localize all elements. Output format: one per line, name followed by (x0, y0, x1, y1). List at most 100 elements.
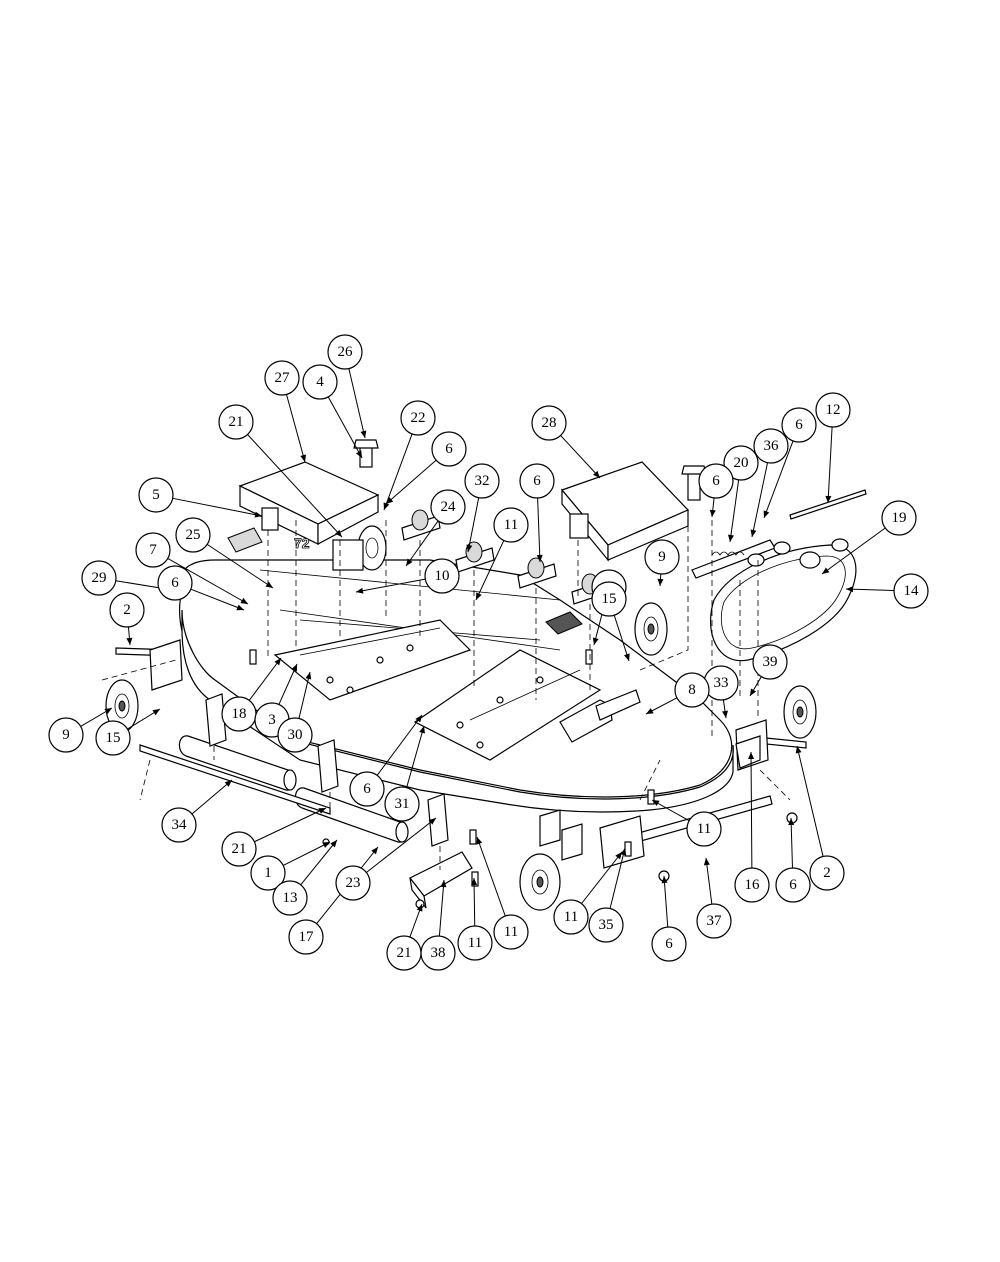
leader-line (473, 877, 476, 927)
callout-number: 18 (232, 706, 247, 722)
callout-bubble: 34 (161, 807, 197, 843)
roller-bracket-mid (317, 739, 339, 793)
leader-arrowhead (126, 637, 133, 645)
callout-bubble: 14 (893, 573, 929, 609)
callout-bubble: 10 (424, 558, 460, 594)
callout-number: 30 (288, 727, 303, 743)
leader-arrowhead (788, 818, 795, 826)
callout-circle (651, 926, 687, 962)
callout-number: 25 (186, 527, 201, 543)
callout-circle (723, 445, 759, 481)
leader-arrowhead (657, 578, 664, 586)
leader-arrowhead (727, 534, 734, 542)
callout-number: 7 (149, 542, 157, 558)
leader-line (385, 459, 437, 505)
leader-arrowhead (476, 592, 482, 600)
callout-circle (95, 720, 131, 756)
leader-arrowhead (236, 604, 244, 611)
spindle-bearing-3 (517, 557, 557, 589)
callout-bubble: 4 (302, 364, 338, 400)
drive-belt (710, 544, 857, 662)
leader-line (475, 540, 505, 601)
discharge-deflector-mount (545, 611, 583, 635)
callout-bubble: 21 (221, 831, 257, 867)
callout-number: 6 (171, 575, 179, 591)
leader-line (286, 394, 306, 463)
roller-shaft (139, 744, 331, 815)
leader-arrowhead (825, 495, 832, 503)
leader-arrowhead (750, 529, 757, 537)
leader-arrowhead (646, 708, 654, 714)
caster-bracket-left (149, 639, 183, 691)
leader-arrowhead (795, 746, 802, 754)
callout-number: 14 (904, 583, 920, 599)
callout-circle (457, 925, 493, 961)
callout-bubble: 11 (686, 811, 722, 847)
leader-line (705, 857, 713, 905)
leader-arrowhead (383, 502, 390, 510)
callout-circle (815, 392, 851, 428)
callout-circle (288, 919, 324, 955)
leader-line (476, 836, 506, 917)
callout-bubble: 32 (464, 463, 500, 499)
leader-arrowhead (476, 837, 483, 845)
callout-circle (109, 592, 145, 628)
callout-circle (430, 489, 466, 525)
callout-number: 11 (564, 909, 578, 925)
callout-number: 6 (533, 473, 541, 489)
belt-cover-left: 72 (227, 461, 380, 553)
callout-circle (335, 865, 371, 901)
callout-number: 11 (697, 821, 711, 837)
callout-bubble: 21 (218, 404, 254, 440)
pivot-bracket-front (539, 809, 583, 861)
leader-line (663, 875, 669, 928)
callout-number: 2 (823, 865, 831, 881)
leader-arrowhead (846, 586, 854, 593)
callout-circle (386, 935, 422, 971)
leader-line (609, 847, 626, 909)
callout-number: 22 (411, 410, 426, 426)
leader-arrowhead (415, 715, 422, 723)
callout-bubble: 1 (250, 855, 286, 891)
callout-number: 34 (172, 817, 188, 833)
callout-bubble: 6 (698, 463, 734, 499)
callout-number: 11 (504, 924, 518, 940)
callout-bubble: 6 (519, 463, 555, 499)
leader-arrowhead (822, 567, 830, 574)
deck-mount-plate-right (413, 649, 602, 761)
leader-line (348, 368, 366, 439)
callout-bubble: 20 (723, 445, 759, 481)
leader-arrowhead (322, 842, 330, 848)
callout-bubble: 33 (703, 665, 739, 701)
callout-bubble: 27 (264, 360, 300, 396)
callout-bubble: 9 (644, 539, 680, 575)
callout-number: 6 (795, 417, 803, 433)
callout-number: 8 (688, 682, 696, 698)
leader-arrowhead (471, 878, 478, 886)
leader-line (821, 527, 886, 575)
leader-line (327, 396, 363, 459)
leader-line (298, 671, 311, 719)
callout-bubble: 11 (553, 899, 589, 935)
callout-bubble: 2 (809, 855, 845, 891)
callout-bubble: 16 (734, 867, 770, 903)
cover-latch-handle-left (353, 439, 379, 468)
callout-bubble: 26 (327, 334, 363, 370)
roller-bracket-right (427, 793, 449, 847)
leader-arrowhead (356, 587, 364, 594)
callout-circle (250, 855, 286, 891)
callout-bubble: 22 (400, 400, 436, 436)
leader-arrowhead (104, 708, 112, 715)
callout-bubble: 11 (457, 925, 493, 961)
leader-arrowhead (291, 664, 297, 672)
callout-number: 15 (106, 730, 121, 746)
callout-number: 12 (826, 402, 841, 418)
leader-line (278, 663, 298, 705)
leader-line (248, 657, 282, 701)
callout-bubble: 2 (109, 592, 145, 628)
callout-circle (302, 364, 338, 400)
deck-size-marking: 72 (294, 535, 310, 551)
callout-circle (698, 463, 734, 499)
callout-number: 11 (468, 935, 482, 951)
